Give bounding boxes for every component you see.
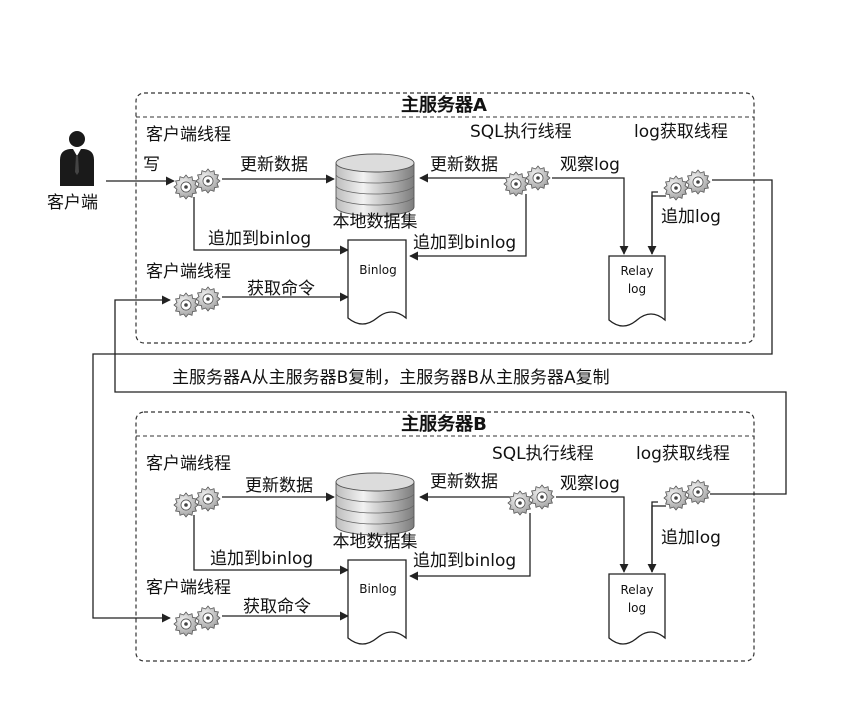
server-a-update-data-2: 更新数据 [430, 155, 498, 175]
server-a-binlog-label: Binlog [359, 263, 397, 277]
server-a-update-data-1: 更新数据 [240, 155, 308, 175]
server-a-relay-log-doc [608, 255, 666, 327]
server-b-binlog-doc [347, 559, 407, 645]
server-a-observe-log: 观察log [560, 155, 620, 175]
server-a-sql-thread-gear-left-icon [503, 171, 529, 197]
component-layer [173, 153, 711, 645]
server-b-sql-thread-gear-right-icon [529, 484, 555, 510]
server-a-sql-thread: SQL执行线程 [470, 122, 572, 142]
cross-line-a-to-b [92, 179, 773, 623]
server-a-relay-line2: log [627, 282, 647, 296]
server-b-client-thread-1-gear-left-icon [173, 492, 199, 518]
server-b-update-data-2: 更新数据 [430, 472, 498, 492]
client-label: 客户端 [47, 193, 98, 213]
server-a-append-binlog-1: 追加到binlog [208, 229, 312, 249]
server-b-append-log: 追加log [661, 528, 721, 548]
server-b-arrow-append-log [651, 501, 658, 572]
replication-note: 主服务器A从主服务器B复制，主服务器B从主服务器A复制 [172, 368, 610, 388]
server-a-client-thread-1-gear-left-icon [173, 174, 199, 200]
server-b-binlog-label: Binlog [359, 582, 397, 596]
server-b-client-thread-2-gear-left-icon [173, 611, 199, 637]
cross-line-b-to-a [114, 295, 787, 495]
server-b-sql-thread-gear-left-icon [507, 490, 533, 516]
server-b-arrow-binlog-1 [193, 515, 349, 575]
server-b-relay-log-doc [608, 573, 666, 645]
server-b-log-fetch-thread-gear-right-icon [685, 479, 711, 505]
server-b-title: 主服务器B [401, 414, 487, 435]
server-a-client-thread-2: 客户端线程 [146, 262, 231, 282]
server-a-binlog-doc [347, 239, 407, 325]
server-b-client-thread-1: 客户端线程 [146, 454, 231, 474]
server-a-relay-line1: Relay [620, 264, 654, 278]
server-a-fetch-command: 获取命令 [247, 279, 315, 299]
server-a-client-thread-2-gear-right-icon [195, 286, 221, 312]
server-a-append-log: 追加log [661, 207, 721, 227]
server-a-client-thread-2-gear-left-icon [173, 292, 199, 318]
server-a-arrow-binlog-2 [409, 194, 527, 261]
server-b-log-fetch-thread-gear-left-icon [663, 485, 689, 511]
person-icon [60, 131, 94, 186]
server-b-client-thread-2-gear-right-icon [195, 605, 221, 631]
server-b-client-thread-2: 客户端线程 [146, 578, 231, 598]
server-b-client-thread-1-gear-right-icon [195, 486, 221, 512]
server-b-append-binlog-2: 追加到binlog [413, 551, 517, 571]
server-b-box [135, 411, 755, 662]
server-a-arrow-binlog-1 [193, 197, 349, 255]
server-a-sql-thread-gear-right-icon [525, 165, 551, 191]
server-b-update-data-1: 更新数据 [245, 476, 313, 496]
server-a-append-binlog-2: 追加到binlog [413, 233, 517, 253]
server-b-observe-log: 观察log [560, 474, 620, 494]
server-b-local-dataset: 本地数据集 [332, 532, 418, 552]
server-a-local-dataset: 本地数据集 [332, 212, 418, 232]
server-a-database-icon [335, 153, 415, 217]
server-a-log-fetch-thread: log获取线程 [634, 122, 728, 142]
write-label: 写 [143, 155, 160, 175]
connector-layer [92, 173, 787, 623]
server-b-append-binlog-1: 追加到binlog [210, 549, 314, 569]
server-b-relay-line2: log [627, 601, 647, 615]
server-a-arrow-append-log [651, 191, 658, 254]
server-b-database-icon [335, 472, 415, 536]
server-b-sql-thread: SQL执行线程 [492, 444, 594, 464]
server-a-box [135, 92, 755, 344]
server-a-log-fetch-thread-gear-left-icon [663, 175, 689, 201]
server-b-arrow-binlog-2 [409, 513, 531, 581]
server-b-relay-line1: Relay [620, 583, 654, 597]
server-a-arrow-observe-log [552, 177, 629, 255]
server-b-log-fetch-thread: log获取线程 [636, 444, 730, 464]
server-a-log-fetch-thread-gear-right-icon [685, 169, 711, 195]
server-a-title: 主服务器A [401, 95, 487, 116]
server-a-arrow-append-log-head [647, 195, 666, 255]
server-b-arrow-observe-log [556, 496, 629, 573]
server-a-client-thread-1-gear-right-icon [195, 168, 221, 194]
server-a-client-thread-1: 客户端线程 [146, 125, 231, 145]
server-b-fetch-command: 获取命令 [243, 597, 311, 617]
server-b-arrow-append-log-head [647, 505, 666, 573]
